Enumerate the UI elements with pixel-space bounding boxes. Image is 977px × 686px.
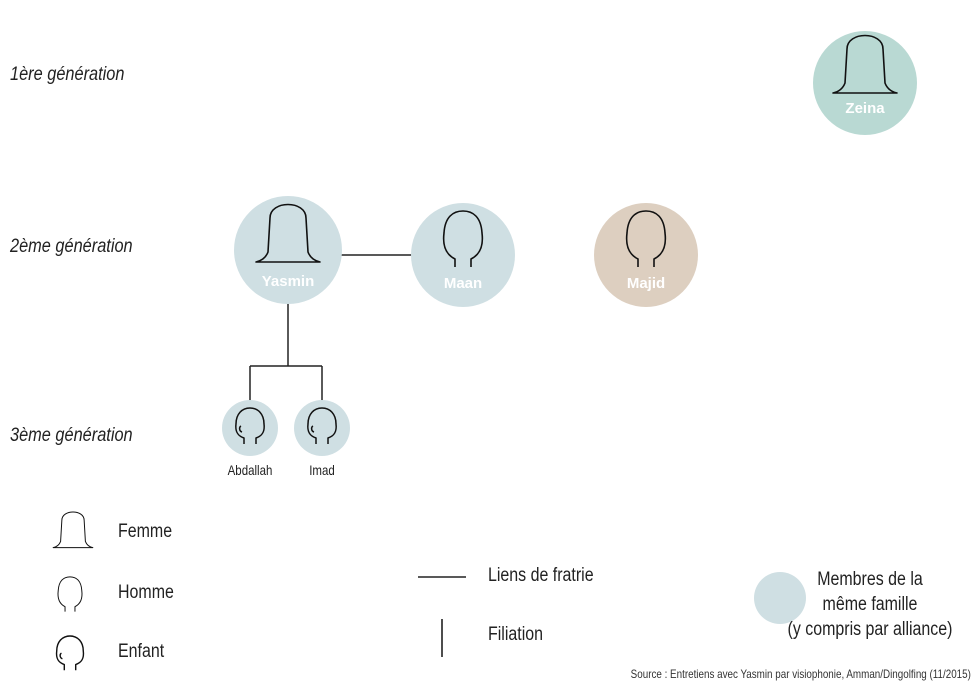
node-majid: Majid [594, 203, 698, 307]
node-name: Zeina [845, 100, 885, 117]
source-note: Source : Entretiens avec Yasmin par visi… [630, 667, 971, 681]
legend-femme-icon [52, 511, 94, 549]
legend-filiation-label: Filiation [488, 624, 544, 645]
legend-family-label: Membres de la même famille (y compris pa… [778, 567, 963, 642]
legend-homme-label: Homme [118, 582, 174, 603]
legend-family-line-3: (y compris par alliance) [787, 619, 953, 640]
legend-family-swatch [754, 572, 806, 624]
node-circle [222, 400, 278, 456]
generation-label-3: 3ème génération [10, 425, 133, 446]
generation-label-1: 1ère génération [10, 64, 125, 85]
node-name: Maan [444, 275, 482, 292]
legend-family-line-1: Membres de la [817, 569, 923, 590]
node-circle [411, 203, 515, 307]
node-name: Majid [627, 275, 665, 292]
legend-homme-icon [57, 576, 83, 613]
node-circle [813, 31, 917, 135]
legend-enfant-icon [55, 635, 85, 671]
legend-fratrie-label: Liens de fratrie [488, 565, 594, 586]
node-circle [234, 196, 342, 304]
node-abdallah [222, 400, 278, 456]
node-imad [294, 400, 350, 456]
node-zeina: Zeina [813, 31, 917, 135]
node-yasmin: Yasmin [234, 196, 342, 304]
child-label-imad: Imad [309, 462, 335, 478]
generation-label-2: 2ème génération [10, 236, 133, 257]
legend-femme-label: Femme [118, 521, 173, 542]
legend-family-line-2: même famille [822, 594, 918, 615]
node-maan: Maan [411, 203, 515, 307]
node-circle [294, 400, 350, 456]
node-name: Yasmin [262, 273, 315, 290]
node-circle [594, 203, 698, 307]
child-label-abdallah: Abdallah [227, 462, 273, 478]
legend-enfant-label: Enfant [118, 641, 165, 662]
